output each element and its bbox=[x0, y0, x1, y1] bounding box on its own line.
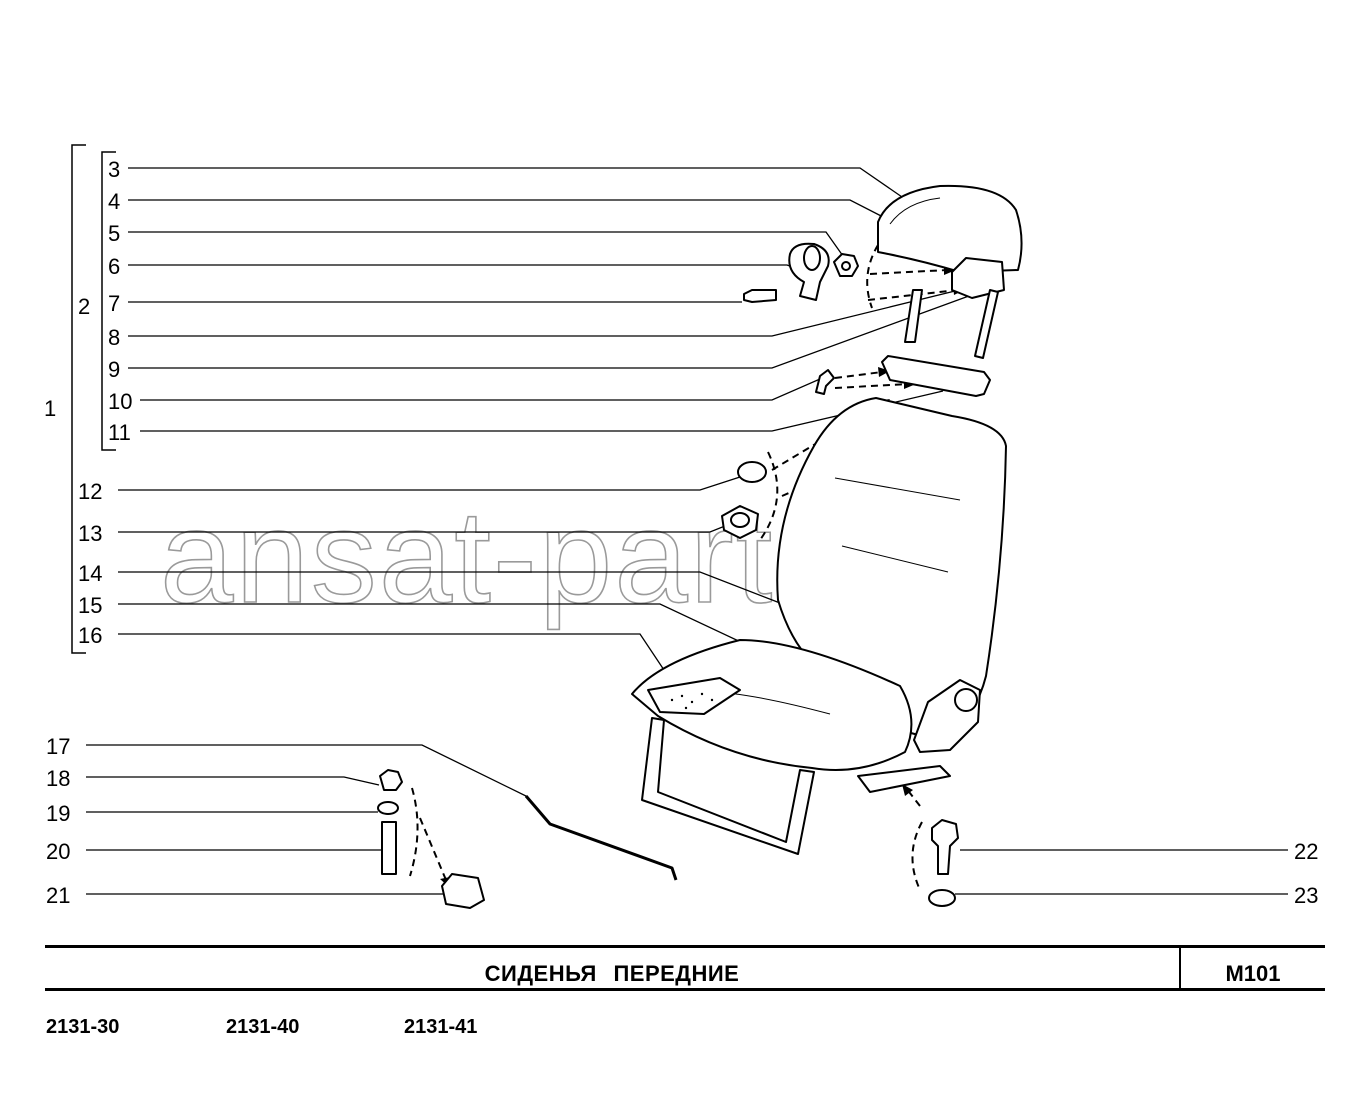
callout-22: 22 bbox=[1294, 839, 1318, 864]
plug-12 bbox=[737, 461, 767, 483]
nut-18 bbox=[379, 769, 403, 791]
callout-2: 2 bbox=[78, 294, 90, 319]
screw-7 bbox=[743, 289, 777, 303]
slide-rail bbox=[857, 765, 951, 793]
group-bracket-2 bbox=[101, 151, 116, 451]
title-block: СИДЕНЬЯ ПЕРЕДНИЕ M101 bbox=[45, 945, 1325, 991]
callout-17: 17 bbox=[46, 734, 70, 759]
washer-23 bbox=[928, 889, 956, 907]
foam-dots bbox=[670, 692, 714, 710]
callout-7: 7 bbox=[108, 291, 120, 316]
clip-10 bbox=[815, 369, 835, 395]
callout-6: 6 bbox=[108, 254, 120, 279]
callout-20: 20 bbox=[46, 839, 70, 864]
callout-21: 21 bbox=[46, 883, 70, 908]
callout-3: 3 bbox=[108, 157, 120, 182]
callout-1: 1 bbox=[44, 396, 56, 421]
foam-pad bbox=[647, 677, 741, 715]
callout-11: 11 bbox=[108, 420, 131, 445]
callout-16: 16 bbox=[78, 623, 102, 648]
title-divider bbox=[1179, 948, 1181, 988]
model-code: 2131-30 bbox=[46, 1016, 120, 1038]
bracket-21 bbox=[441, 873, 485, 909]
callout-13: 13 bbox=[78, 521, 102, 546]
callout-15: 15 bbox=[78, 593, 102, 618]
washer-19 bbox=[377, 801, 399, 815]
callout-14: 14 bbox=[78, 561, 102, 586]
callout-5: 5 bbox=[108, 221, 120, 246]
model-list: 2131-30 2131-40 2131-41 bbox=[0, 1016, 1371, 1044]
callout-10: 10 bbox=[108, 389, 132, 414]
bolt-22 bbox=[931, 819, 959, 875]
callout-23: 23 bbox=[1294, 883, 1318, 908]
section-code: M101 bbox=[1225, 961, 1281, 986]
seat-frame bbox=[641, 717, 815, 855]
rod-17 bbox=[524, 795, 678, 881]
callout-18: 18 bbox=[46, 766, 70, 791]
headrest-pillow bbox=[877, 184, 1023, 273]
seat-illustration bbox=[377, 184, 1023, 909]
seat-back bbox=[776, 397, 1007, 743]
stud-20 bbox=[381, 821, 397, 875]
model-code: 2131-41 bbox=[404, 1016, 478, 1038]
headrest-frame bbox=[951, 257, 1005, 299]
page-title: СИДЕНЬЯ ПЕРЕДНИЕ bbox=[484, 961, 740, 986]
callout-labels: 1 2 3 4 5 6 7 8 9 10 11 12 13 14 15 16 1… bbox=[44, 157, 1318, 908]
model-code: 2131-40 bbox=[226, 1016, 300, 1038]
callout-9: 9 bbox=[108, 357, 120, 382]
trim-panel bbox=[881, 355, 991, 397]
group-bracket-1 bbox=[71, 144, 86, 654]
callout-8: 8 bbox=[108, 325, 120, 350]
callout-19: 19 bbox=[46, 801, 70, 826]
seat-cushion bbox=[631, 639, 913, 771]
callout-4: 4 bbox=[108, 189, 120, 214]
callout-12: 12 bbox=[78, 479, 102, 504]
